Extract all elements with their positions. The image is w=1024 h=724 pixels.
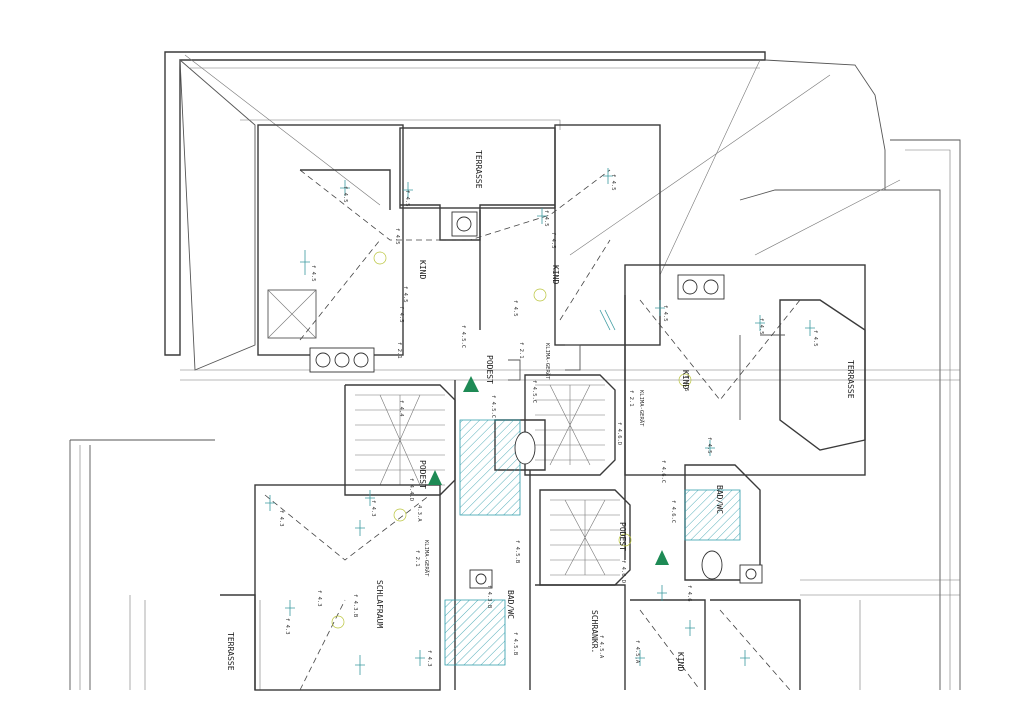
tag: f 4.5.B [514,540,520,564]
tag: f 4.6.D [620,560,626,583]
room-label-schrankr: SCHRANKR. [590,610,599,653]
tag: KLIMA-GERÄT [544,343,551,380]
tag: f 4.3 [316,590,322,607]
room-label-terrasse-bottom: TERRASSE [226,632,235,671]
room-label-kind-3: KIND [681,370,690,389]
marker-3 [655,550,669,565]
tag: f 4.6.D [616,422,622,445]
room-label-bad-wc-2: BAD/WC [506,590,515,619]
tag: f 4.5 [512,300,518,317]
room-label-bad-wc-1: BAD/WC [715,485,724,514]
tag: f 4.5.B [512,632,518,656]
right-wing-walls [624,264,866,584]
marker-2 [428,470,442,485]
tank-fixtures-left [309,347,375,373]
tag: KLIMA-GERÄT [423,540,430,577]
room-label-kind-4: KIND [676,652,685,671]
room-label-podest-3: PODEST [618,522,627,551]
tag: f 4.3 [284,618,290,635]
lower-left-walls [220,484,801,691]
tag: f 4.3.B [352,594,358,618]
tag: f 4.4 [398,400,404,417]
tag: KLIMA-GERÄT [638,390,645,427]
tag: f 4.5.C [531,380,537,403]
north-markers [428,376,669,565]
tag: f 4.5 [550,232,556,249]
tag: f 4.3 [370,500,376,517]
tag: f 4.5.A [598,635,604,659]
tag: f 4.3 [426,650,432,667]
room-label-kind-1: KIND [418,260,427,279]
tag: f 4.5 [662,305,668,322]
stair-middle [524,374,616,476]
circuit-tags: f 4.5 f 4.5 f 4.5 f 4.5 f 4.5 f 4.5 f 4.… [278,174,818,667]
marker-1 [463,376,479,392]
tag: f 2.1 [414,550,420,567]
tag: f 4.5 [706,437,712,454]
central-core [444,344,581,690]
room-label-schlafraum: SCHLAFRAUM [375,580,384,628]
electrical-symbols [265,168,815,675]
tag: f 4.5 [404,190,410,207]
tag: f 4.5 [543,210,549,227]
tag: f 4.5.A [634,640,640,664]
tag: f 4.6.C [660,460,666,483]
upper-walls [257,124,661,560]
room-label-podest-2: PODEST [418,460,427,489]
tag: f 4.5 [342,186,348,203]
tag: f 4.3 [278,510,284,527]
tag: f 4.5 [758,318,764,335]
roof-outline [69,51,961,690]
tag: f 2.1 [396,342,402,359]
tag: f 4.5 [812,330,818,347]
room-label-kind-2: KIND [551,265,560,284]
tag: f 4.5 [394,228,400,245]
tag: f 4.5 [310,265,316,282]
tag: f 2.1 [628,390,634,407]
tag: f 4.5 [610,174,616,191]
tag: f 4.5.C [490,395,496,418]
tag: f 4.3.B [486,585,492,609]
tag: 4.3.A [416,505,422,522]
tag: f 2.1 [518,342,524,359]
stair-lower [539,489,631,586]
room-label-terrasse-top: TERRASSE [474,150,483,189]
tag: f 4.5 [398,306,404,323]
tag: f 4.4.D [408,478,414,501]
tag: f 4.5 [402,286,408,303]
tank-fixtures-right [677,274,725,300]
room-label-terrasse-right: TERRASSE [846,360,855,399]
room-label-podest-1: PODEST [485,355,494,384]
tag: f 4.5 [683,375,689,392]
tag: f 4.6.C [670,500,676,523]
room-labels: TERRASSE KIND KIND KIND TERRASSE PODEST … [226,150,855,671]
tag: f 4.6 [686,585,692,602]
tag: f 4.5.C [460,325,466,348]
